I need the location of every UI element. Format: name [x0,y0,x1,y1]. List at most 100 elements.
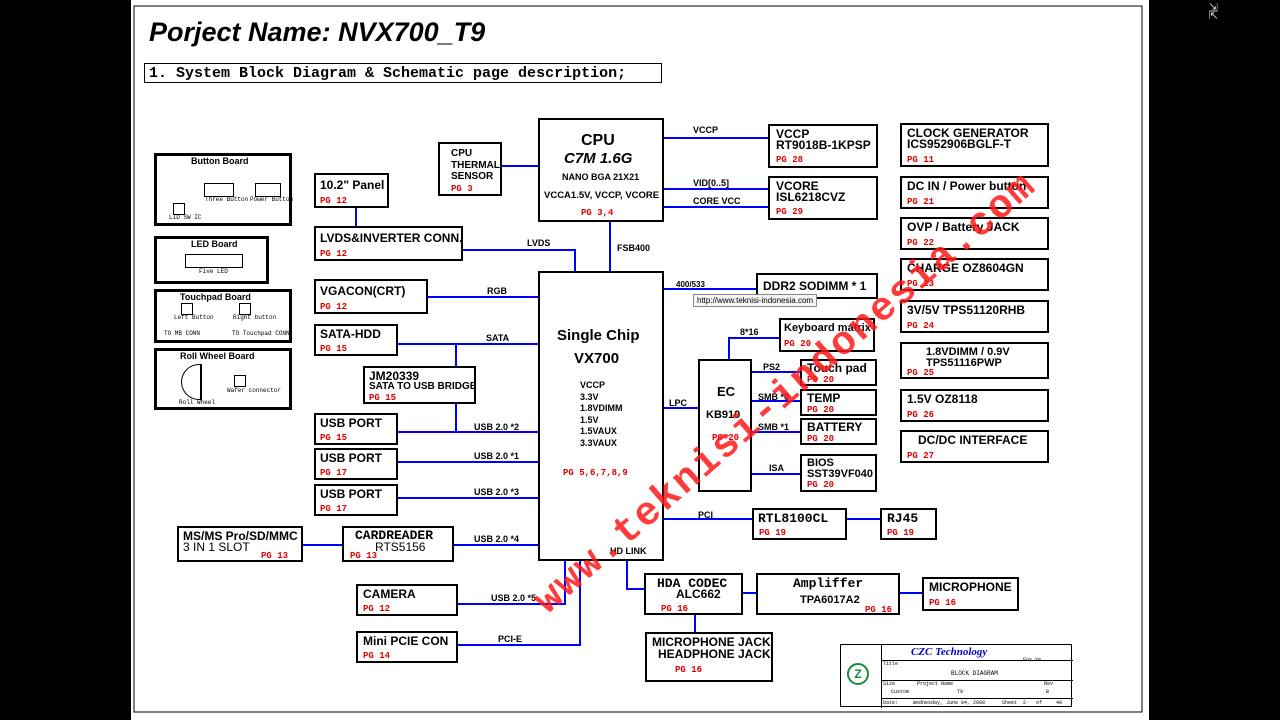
thermal-page: PG 3 [451,184,473,194]
cpu-model: C7M 1.6G [564,150,633,167]
bus-label-pci: PCI [698,510,714,520]
author: Fox Ye [1023,657,1042,663]
url-tooltip-text: http://www.teknisi-indonesia.com [697,296,814,305]
roll-wheel-board: Roll Wheel Board Roll Wheel Wafer connec… [154,348,292,410]
microphone-page: PG 16 [929,598,957,608]
bus-label-kbd: 8*16 [740,327,759,337]
microphone-title: MICROPHONE [929,580,1012,594]
lvds-conn-block: LVDS&INVERTER CONN. PG 12 [314,226,463,261]
schematic-sheet: Porject Name: NVX700_T9 1. System Block … [131,0,1149,720]
vccp-regulator-title: VCCP [776,127,810,141]
bus-label-ps2: PS2 [763,362,781,372]
ec-block: EC KB910 PG 20 [698,359,752,492]
rj45-title: RJ45 [887,511,919,526]
vccp-regulator-block: VCCP RT9018B-1KPSP PG 28 [768,124,878,168]
usb-port-3-title: USB PORT [320,487,383,501]
rj45-page: PG 19 [887,528,915,538]
bus-label-pcie: PCI-E [498,634,523,644]
fullscreen-exit-icon[interactable]: ⇲⇱ [1208,2,1218,22]
audio-jack-block: MICROPHONE JACK HEADPHONE JACK PG 16 [645,632,773,682]
single-chip-block: Single Chip VX700 VCCP 3.3V 1.8VDIMM 1.5… [538,271,664,561]
bus-label-ddr: 400/533 [676,280,705,289]
touchpad-board: Touchpad Board Left Button Right button … [154,289,292,343]
lvds-conn-page: PG 12 [320,249,348,259]
rev-value: B [1046,689,1050,695]
bus-label-core-vcc: CORE VCC [693,196,741,206]
card-slot-page: PG 13 [261,551,289,561]
bus-label-usb4: USB 2.0 *4 [474,534,520,544]
audio-jack-subtitle: HEADPHONE JACK [658,647,771,661]
single-chip-page: PG 5,6,7,8,9 [563,468,628,478]
button-board-title: Button Board [191,156,249,166]
vcore-regulator-title: VCORE [776,179,819,193]
rev-label: Rev [1044,681,1054,687]
sata-hdd-title: SATA-HDD [320,327,381,341]
hda-codec-part: ALC662 [676,587,721,601]
amplifier-page: PG 16 [865,605,893,615]
company-logo: Z [847,663,869,685]
power-button-label: Power Button [250,196,294,203]
rail: 1.8VDIMM [580,403,623,413]
tps51120-title: 3V/5V TPS51120RHB [907,303,1026,317]
vcore-regulator-block: VCORE ISL6218CVZ PG 29 [768,176,878,220]
minipcie-title: Mini PCIE CON [363,634,449,648]
led-board-title: LED Board [191,239,238,249]
rails-list: VCCP 3.3V 1.8VDIMM 1.5V 1.5VAUX 3.3VAUX [580,380,623,449]
rtl8100-block: RTL8100CL PG 19 [752,508,847,540]
bus-label-sata: SATA [486,333,510,343]
keyboard-matrix-title: Keyboard matrix [784,322,871,334]
bios-page: PG 20 [807,480,835,490]
right-button-box [239,303,251,315]
thermal-sensor-block: CPU THERMAL SENSOR PG 3 [438,142,502,196]
right-button-label: Right button [233,314,277,321]
wafer-box [234,375,246,387]
sata-hdd-page: PG 15 [320,344,348,354]
tps51116-page: PG 25 [907,368,935,378]
cpu-block: CPU C7M 1.6G NANO BGA 21X21 VCCA1.5V, VC… [538,118,664,222]
roll-wheel-board-title: Roll Wheel Board [180,351,255,361]
ec-page: PG 20 [712,433,740,443]
usb-port-2-page: PG 17 [320,468,348,478]
button-board: Button Board LID SW IC Three Button Powe… [154,153,294,226]
sheet-value: 2 [1023,700,1027,706]
rail: 1.5VAUX [580,426,617,436]
thermal-line-1: CPU [451,148,473,159]
diagram-wiring [133,5,1143,713]
title-block-divider-v [881,645,882,708]
usb-port-1-title: USB PORT [320,416,383,430]
bios-title: BIOS [807,457,834,469]
section-title-box [144,63,662,83]
clock-gen-block: CLOCK GENERATOR ICS952906BGLF-T PG 11 [900,123,1049,167]
cardreader-title: CARDREADER [355,528,434,543]
amplifier-block: Ampliffer TPA6017A2 PG 16 [756,573,900,615]
bus-label-vid: VID[0..5] [693,178,730,188]
microphone-block: MICROPHONE PG 16 [922,577,1019,611]
rail: 3.3VAUX [580,437,617,448]
temp-block: TEMP PG 20 [800,389,877,416]
lvds-conn-title: LVDS&INVERTER CONN. [320,231,463,245]
bus-label-usb5: USB 2.0 *5 [491,593,537,603]
cpu-package: NANO BGA 21X21 [562,172,640,182]
clock-gen-title: CLOCK GENERATOR [907,126,1029,140]
panel-title: 10.2" Panel [320,178,385,192]
url-tooltip: http://www.teknisi-indonesia.com [693,294,818,307]
minipcie-block: Mini PCIE CON PG 14 [356,631,458,663]
touchpad-title: Touch pad [807,361,867,375]
bus-label-fsb: FSB400 [617,243,651,253]
charge-block: CHARGE OZ8604GN PG 23 [900,258,1049,291]
section-title: 1. System Block Diagram & Schematic page… [149,65,627,82]
bus-label-usb3: USB 2.0 *3 [474,487,520,497]
led-row [185,254,243,268]
lid-switch-box [173,203,185,215]
touchpad-block: Touch pad PG 20 [800,359,877,386]
usb-port-3: USB PORT PG 17 [314,484,398,516]
bus-label-smb1: SMB *1 [758,422,790,432]
jm20339-page: PG 15 [369,393,397,403]
three-button-box [204,183,234,197]
hda-codec-page: PG 16 [661,604,689,614]
ec-title: EC [717,384,736,399]
ovp-title: OVP / Battery JACK [907,220,1020,234]
oz8118-block: 1.5V OZ8118 PG 26 [900,389,1049,422]
card-slot-subtitle: 3 IN 1 SLOT [183,540,250,554]
amplifier-title: Ampliffer [793,576,864,591]
